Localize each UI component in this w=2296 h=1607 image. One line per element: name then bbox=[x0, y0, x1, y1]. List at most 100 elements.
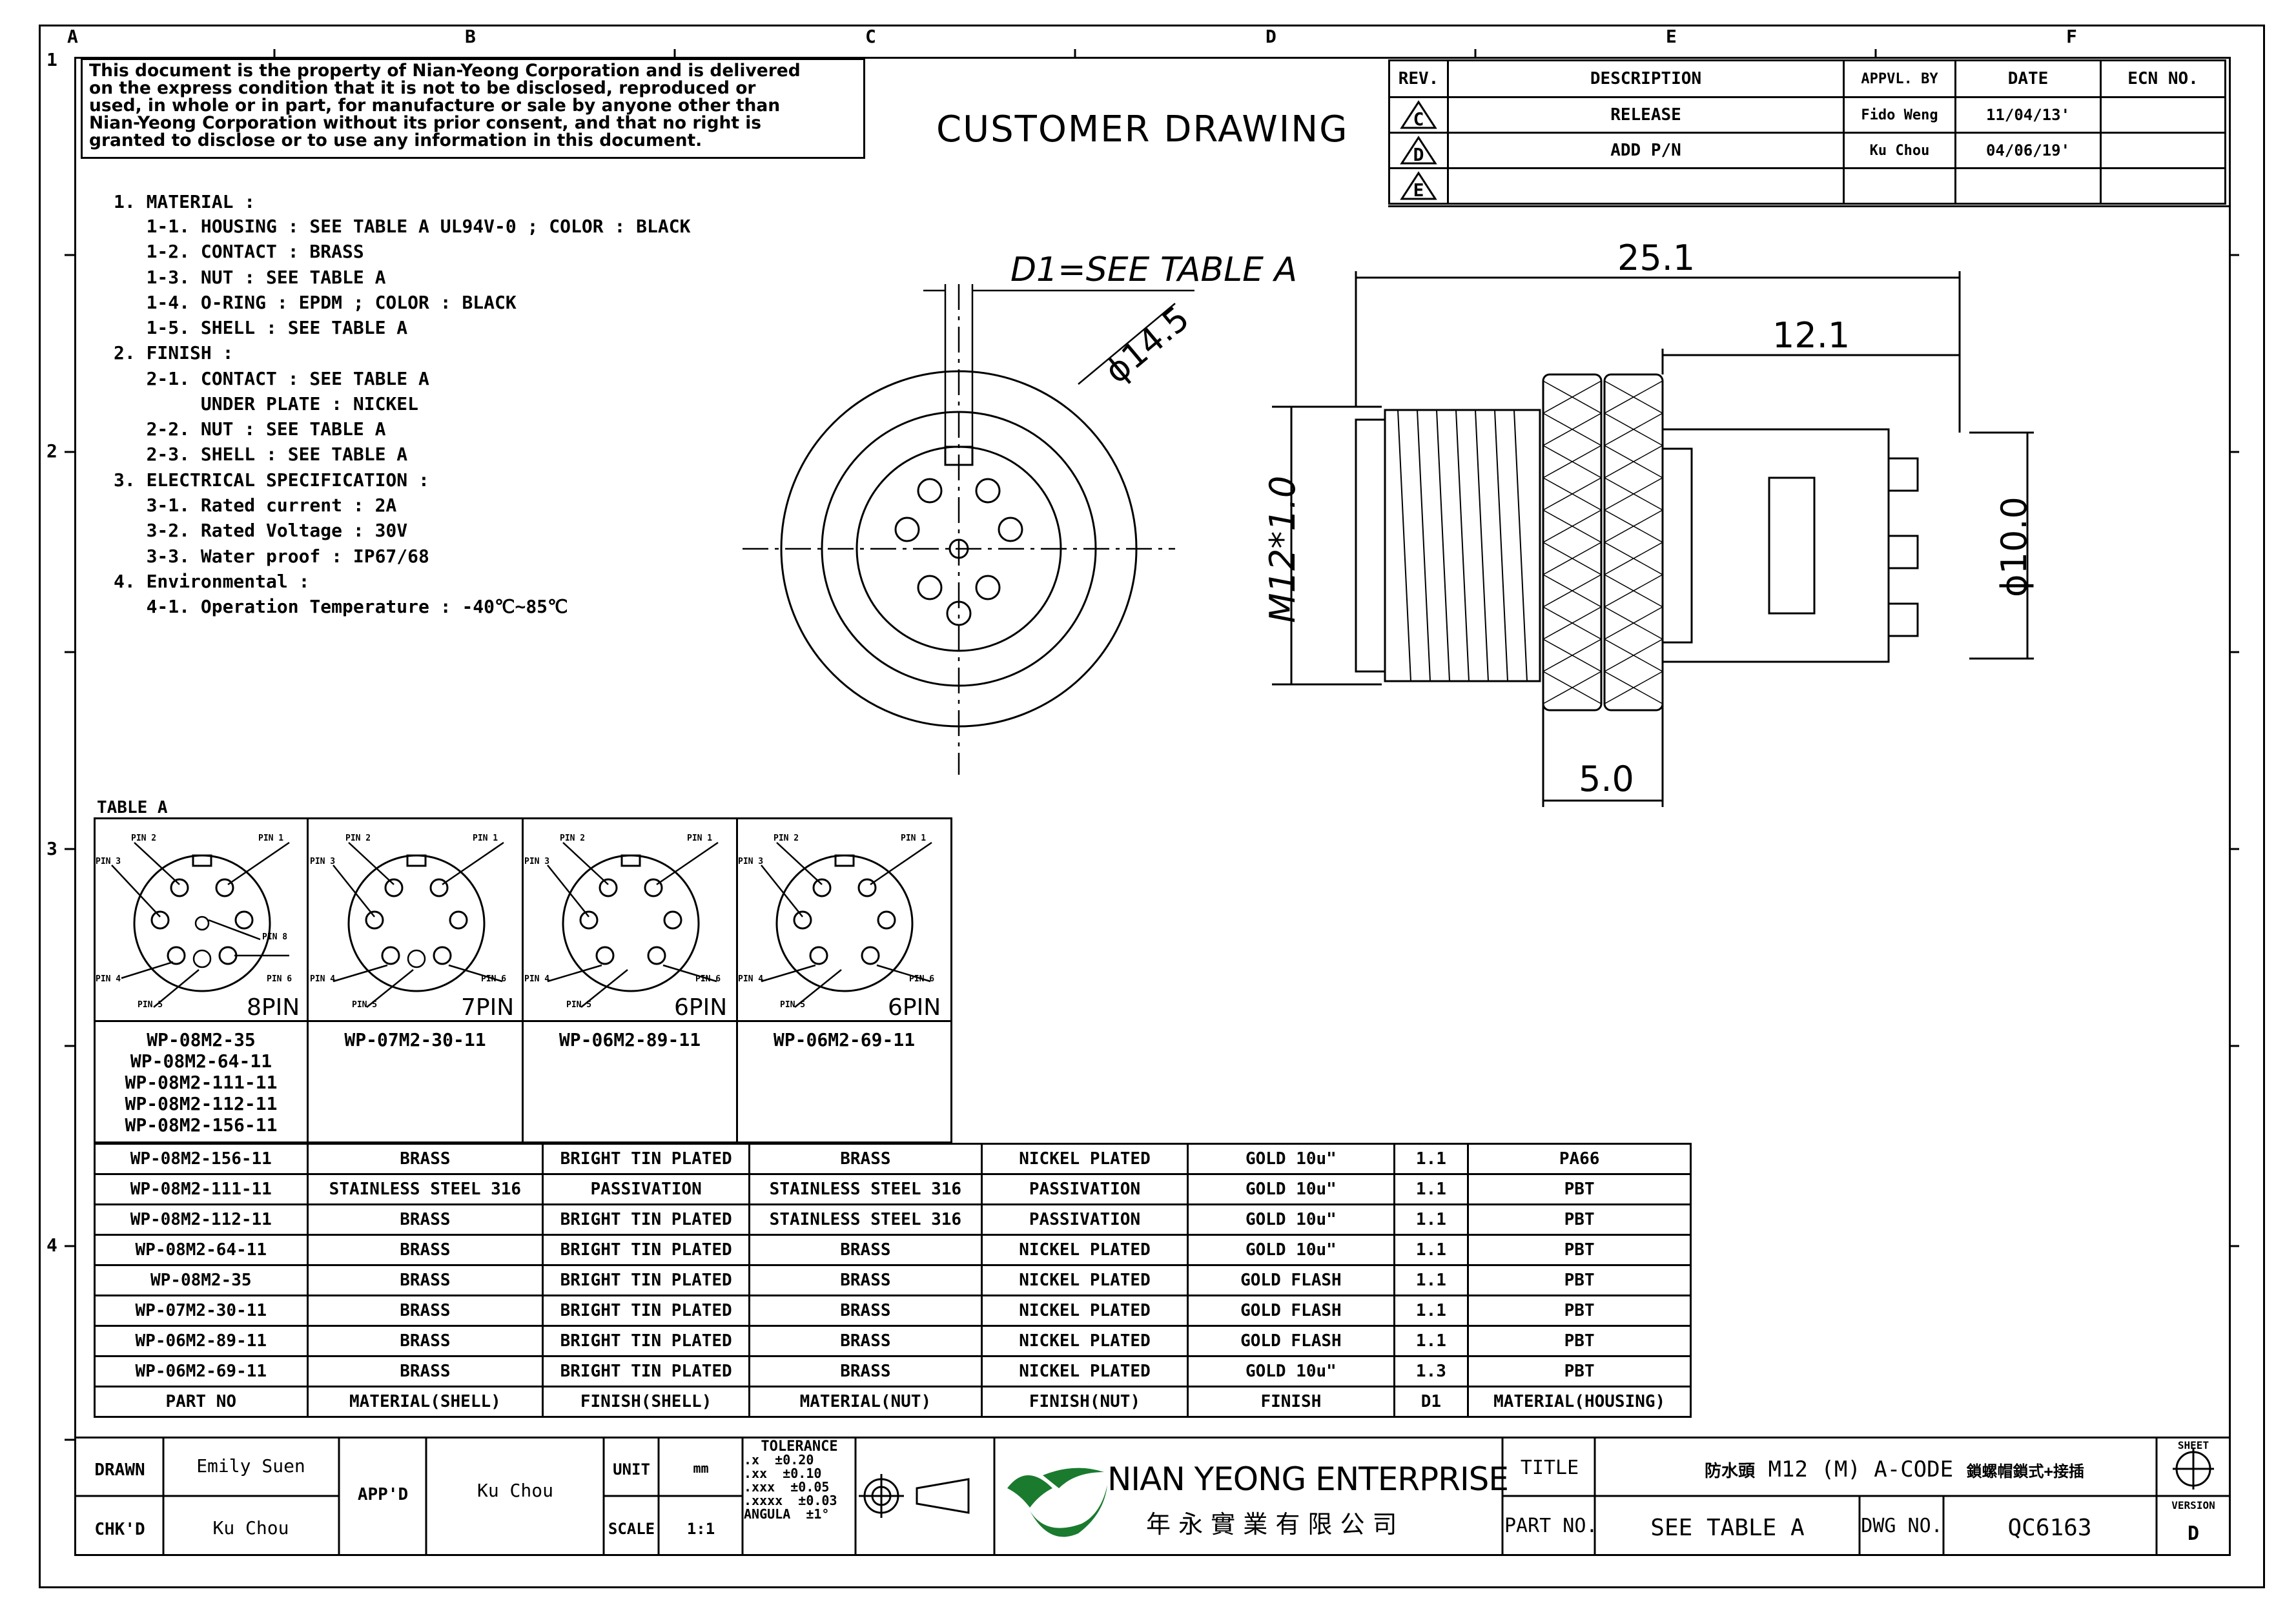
note-line: 1-4. O-RING : EPDM ; COLOR : BLACK bbox=[114, 292, 517, 313]
rev-ecn bbox=[2100, 132, 2226, 169]
appd-label: APP'D bbox=[357, 1485, 409, 1504]
spec-cell: BRASS bbox=[306, 1234, 544, 1266]
config-part: WP-08M2-111-11 bbox=[125, 1072, 278, 1093]
note-line: 1. MATERIAL : bbox=[114, 191, 256, 212]
pin bbox=[975, 478, 1001, 504]
company-logo bbox=[1007, 1468, 1107, 1537]
rev-header: REV. bbox=[1388, 59, 1449, 98]
rev-desc: ADD P/N bbox=[1447, 132, 1845, 169]
zone-row-1: 1 bbox=[46, 49, 57, 70]
disclaimer-line: Nian-Yeong Corporation without its prior… bbox=[89, 113, 762, 133]
config-part: WP-06M2-69-11 bbox=[773, 1029, 916, 1050]
spec-cell: BRIGHT TIN PLATED bbox=[542, 1143, 751, 1175]
pin-count: 6PIN bbox=[888, 994, 941, 1021]
note-line: 2-1. CONTACT : SEE TABLE A bbox=[114, 368, 429, 389]
zone-col-e: E bbox=[1666, 26, 1677, 47]
spec-cell: WP-08M2-156-11 bbox=[94, 1143, 309, 1175]
spec-cell: NICKEL PLATED bbox=[980, 1295, 1189, 1327]
spec-cell: STAINLESS STEEL 316 bbox=[306, 1173, 544, 1205]
pin-label: PIN 3 bbox=[524, 857, 549, 866]
spec-cell: BRIGHT TIN PLATED bbox=[542, 1295, 751, 1327]
config-parts: WP-06M2-89-11 bbox=[524, 1029, 736, 1050]
spec-cell: BRASS bbox=[748, 1355, 983, 1387]
dwgno-label: DWG NO. bbox=[1861, 1515, 1943, 1537]
disclaimer-line: used, in whole or in part, for manufactu… bbox=[89, 96, 781, 116]
tolerance-block: TOLERANCE .x ±0.20 .xx ±0.10 .xxx ±0.05 … bbox=[744, 1440, 855, 1521]
config-parts: WP-07M2-30-11 bbox=[309, 1029, 522, 1050]
dim-5-0: 5.0 bbox=[1579, 759, 1634, 799]
pin bbox=[917, 478, 943, 504]
note-line: 3-3. Water proof : IP67/68 bbox=[114, 546, 429, 567]
spec-cell: STAINLESS STEEL 316 bbox=[748, 1173, 983, 1205]
spec-cell: NICKEL PLATED bbox=[980, 1325, 1189, 1357]
note-line: 2-3. SHELL : SEE TABLE A bbox=[114, 444, 408, 465]
rev-ecn bbox=[2100, 167, 2226, 205]
spec-cell: 1.1 bbox=[1393, 1295, 1470, 1327]
rev-letter: D bbox=[1388, 132, 1449, 169]
rev-desc: RELEASE bbox=[1447, 96, 1845, 134]
table-a-divider bbox=[94, 1020, 952, 1022]
drawing-title: CUSTOMER DRAWING bbox=[936, 108, 1349, 150]
pin-label: PIN 6 bbox=[695, 974, 721, 984]
rev-desc bbox=[1447, 167, 1845, 205]
rev-ecn bbox=[2100, 96, 2226, 134]
title-block-lines bbox=[74, 1437, 2231, 1556]
dim-d1: D1=SEE TABLE A bbox=[1010, 251, 1298, 289]
note-line: 4. Environmental : bbox=[114, 571, 310, 592]
spec-cell: BRASS bbox=[748, 1143, 983, 1175]
unit-value: mm bbox=[693, 1460, 709, 1476]
rev-date: 04/06/19' bbox=[1954, 132, 2102, 169]
spec-cell: WP-08M2-64-11 bbox=[94, 1234, 309, 1266]
tolerance-title: TOLERANCE bbox=[761, 1438, 838, 1455]
spec-cell: GOLD 10u" bbox=[1187, 1203, 1395, 1236]
pinout-diagrams: PIN 2 PIN 1 PIN 3 PIN 8 PIN 4 PIN 6 PIN … bbox=[96, 834, 934, 1010]
pin-label: PIN 8 bbox=[262, 932, 287, 942]
pin-label: PIN 2 bbox=[131, 834, 156, 843]
spec-cell: BRIGHT TIN PLATED bbox=[542, 1325, 751, 1357]
spec-cell: BRASS bbox=[748, 1295, 983, 1327]
sheet-label: SHEET bbox=[2177, 1439, 2209, 1451]
spec-cell: BRIGHT TIN PLATED bbox=[542, 1355, 751, 1387]
spec-cell: BRASS bbox=[306, 1143, 544, 1175]
rev-by: Fido Weng bbox=[1843, 96, 1956, 134]
spec-cell: GOLD 10u" bbox=[1187, 1234, 1395, 1266]
pin-label: PIN 2 bbox=[345, 834, 371, 843]
title-main: M12 (M) A-CODE bbox=[1768, 1457, 1954, 1482]
tolerance-row: .xxxx ±0.03 bbox=[744, 1493, 837, 1508]
note-line: 2. FINISH : bbox=[114, 342, 234, 363]
note-line: 2-2. NUT : SEE TABLE A bbox=[114, 418, 386, 440]
spec-cell: WP-08M2-111-11 bbox=[94, 1173, 309, 1205]
pin-label: PIN 4 bbox=[96, 974, 121, 984]
spec-cell: BRASS bbox=[748, 1325, 983, 1357]
spec-cell: 1.1 bbox=[1393, 1264, 1470, 1296]
note-line: 4-1. Operation Temperature : -40℃~85℃ bbox=[114, 596, 568, 617]
spec-header: MATERIAL(HOUSING) bbox=[1467, 1386, 1692, 1418]
spec-cell: WP-08M2-112-11 bbox=[94, 1203, 309, 1236]
title-label: TITLE bbox=[1520, 1457, 1579, 1479]
dim-12-1: 12.1 bbox=[1772, 315, 1850, 356]
rear-step bbox=[1661, 447, 1693, 644]
outer-frame bbox=[39, 25, 2265, 1588]
spec-cell: GOLD FLASH bbox=[1187, 1325, 1395, 1357]
partno-value: SEE TABLE A bbox=[1650, 1515, 1805, 1541]
spec-cell: WP-08M2-35 bbox=[94, 1264, 309, 1296]
pin-label: PIN 1 bbox=[687, 834, 712, 843]
pin-label: PIN 3 bbox=[310, 857, 335, 866]
pin-count: 8PIN bbox=[247, 994, 300, 1021]
pin-count: 7PIN bbox=[461, 994, 515, 1021]
version-label: VERSION bbox=[2171, 1499, 2215, 1511]
title-value: 防水頭 M12 (M) A-CODE 鎖螺帽鎖式+接插 bbox=[1705, 1457, 2084, 1482]
spec-cell: WP-06M2-89-11 bbox=[94, 1325, 309, 1357]
unit-label: UNIT bbox=[613, 1460, 650, 1479]
spec-header: FINISH(SHELL) bbox=[542, 1386, 751, 1418]
spec-cell: GOLD 10u" bbox=[1187, 1355, 1395, 1387]
note-line: 3. ELECTRICAL SPECIFICATION : bbox=[114, 469, 429, 491]
dwgno-value: QC6163 bbox=[2007, 1515, 2092, 1541]
note-line: UNDER PLATE : NICKEL bbox=[114, 393, 419, 415]
